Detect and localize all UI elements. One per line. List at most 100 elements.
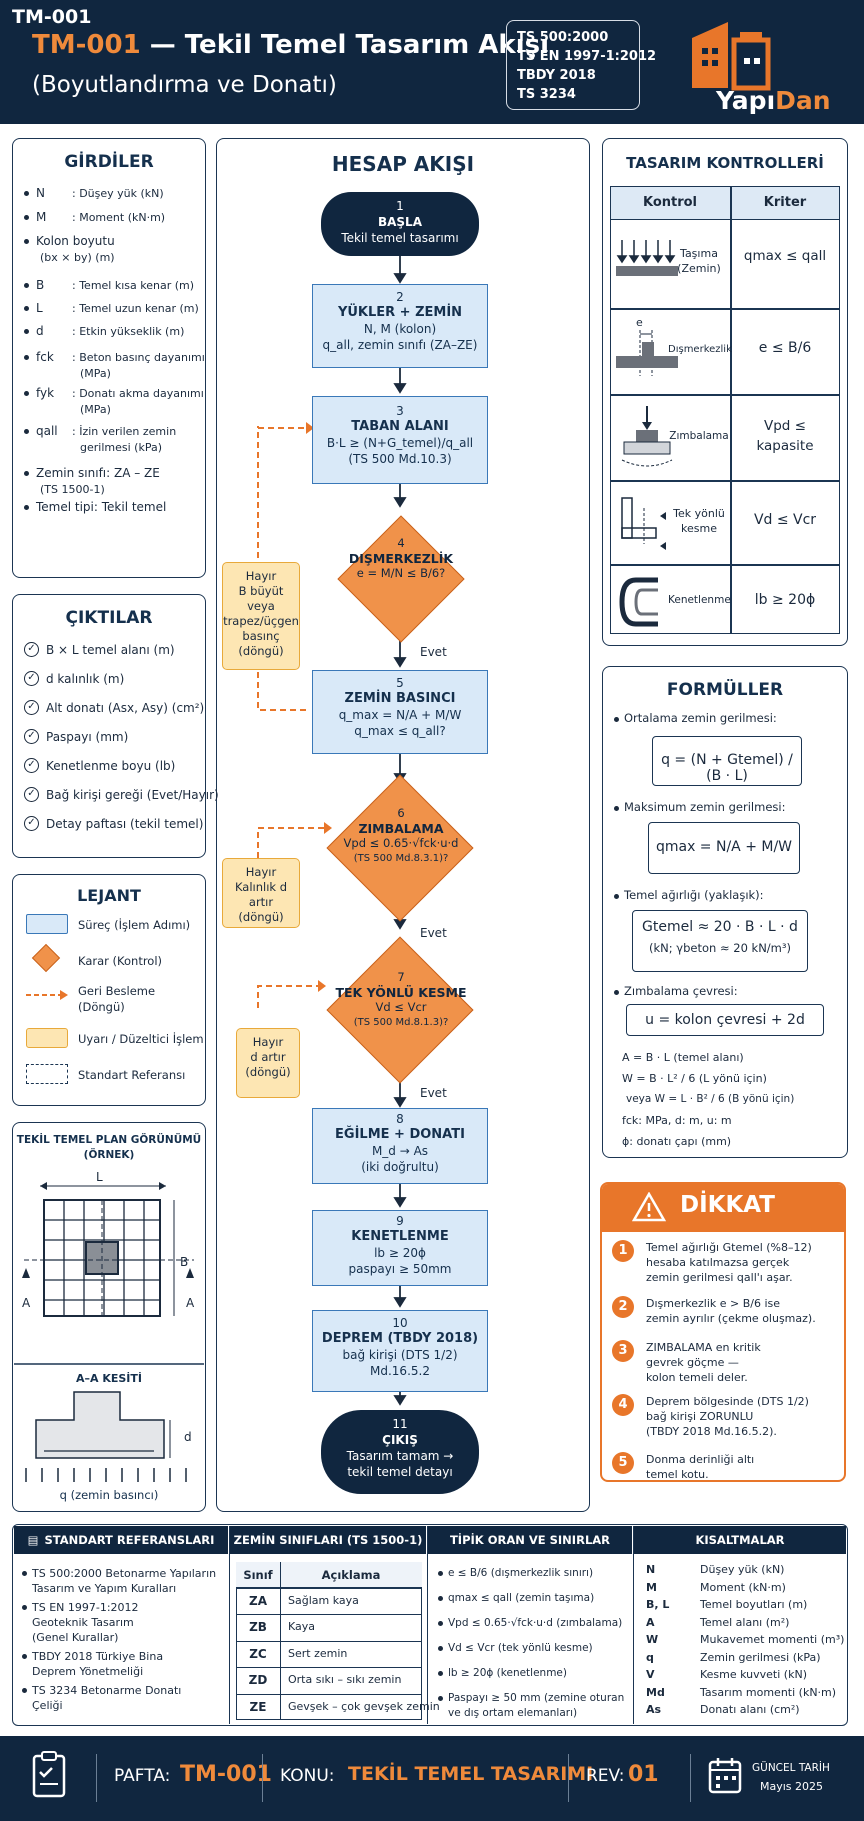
flow-warning-2-line-2: Kalınlık d artır [234,880,288,909]
flow-step-2-number: 2 [396,290,404,304]
bottom-divider-1 [229,1526,230,1724]
abbr-symbol: B, L [646,1598,670,1611]
abbr-symbol: N [646,1563,656,1576]
calendar-icon [708,1758,742,1794]
flow-step-8-box: 8 EĞİLME + DONATI M_d → As (iki doğrultu… [312,1108,488,1184]
bottom-reference-panel [12,1524,848,1726]
flow-step-7-text: 7 TEK YÖNLÜ KESME Vd ≤ Vcr (TS 500 Md.8.… [320,970,482,1030]
flow-warning-2-line-3: (döngü) [238,910,284,924]
input-symbol: Kolon boyutu [36,234,115,248]
anchorage-icon [619,577,658,627]
input-description-2: gerilmesi (kPa) [80,441,162,454]
flow-step-3-heading: TABAN ALANI [351,419,449,434]
bearing-check-icon [616,240,678,276]
page-title: TM-001 — Tekil Temel Tasarım Akışı [32,30,549,60]
abbr-symbol: W [646,1633,659,1646]
flow-step-1-text: Tekil temel tasarımı [341,231,459,245]
input-symbol: fck [36,350,54,364]
abbr-desc: Temel boyutları (m) [700,1598,808,1611]
page-subtitle: (Boyutlandırma ve Donatı) [32,72,337,98]
soil-desc: Sağlam kaya [288,1594,359,1607]
warning-text-line: gevrek göçme — [646,1356,739,1369]
flow-step-3-line-1: B·L ≥ (N+G_temel)/q_all [326,436,474,450]
footer-konu-label: KONU: [280,1766,335,1786]
flow-yes-label-4: Evet [420,645,447,659]
warning-text-line: (TBDY 2018 Md.16.5.2). [646,1425,777,1438]
warning-number: 2 [612,1296,634,1318]
footer-sep-2 [262,1754,263,1802]
abbr-symbol: A [646,1615,655,1629]
check-row-1-name: Taşıma (Zemin) [677,247,721,275]
checks-col-1: Kontrol [642,195,698,210]
legend-standard-label: Standart Referansı [78,1068,186,1082]
flow-step-8-number: 8 [396,1112,404,1126]
checks-row-divider-2 [610,394,840,396]
outputs-panel [12,594,206,858]
flow-step-2-line-2: q_all, zemin sınıfı (ZA–ZE) [322,338,478,352]
flow-step-4-text: 4 DIŞMERKEZLİK e = M/N ≤ B/6? [320,536,482,581]
soil-pressure-label: q (zemin basıncı) [59,1488,159,1502]
check-circle-icon: ✓ [24,700,39,715]
footer-konu: TEKİL TEMEL TASARIMI [348,1763,594,1785]
checks-row-divider-1 [610,308,840,310]
soil-row-line [236,1667,422,1669]
flow-step-7-line-2: (TS 500 Md.8.1.3)? [353,1017,449,1028]
flow-warning-1-line-3: trapez/üçgen [223,614,299,628]
ratio-bullet [438,1621,443,1626]
abbr-desc: Donatı alanı (cm²) [700,1703,800,1716]
warning-text-line: ZIMBALAMA en kritik [646,1341,761,1354]
footer-pafta: TM-001 [180,1762,272,1787]
standard-4: TS 3234 [517,87,576,102]
warning-text-line: kolon temeli deler. [646,1371,748,1384]
flow-step-6-line-1: Vpd ≤ 0.65·√fck·u·d [343,836,459,850]
flow-step-5-number: 5 [396,676,404,690]
warning-triangle-icon [632,1192,666,1222]
formula-3-main: Gtemel ≈ 20 · B · L · d [642,919,798,935]
plan-subtitle: (ÖRNEK) [83,1149,135,1161]
input-description: : Temel kısa kenar (m) [72,279,195,292]
flow-step-5-box: 5 ZEMİN BASINCI q_max = N/A + M/W q_max … [312,670,488,754]
flow-warning-1-line-5: (döngü) [238,644,284,658]
brand-logo: YapıDan [716,86,831,115]
soil-desc: Kaya [288,1620,316,1634]
footer-rev-label: REV: [586,1766,625,1786]
flow-step-6-text: 6 ZIMBALAMA Vpd ≤ 0.65·√fck·u·d (TS 500 … [320,806,482,866]
ref-bullet [22,1688,27,1693]
formulas-title: FORMÜLLER [666,680,784,700]
flow-step-7-line-1: Vd ≤ Vcr [375,1000,427,1014]
flow-warning-3-line-3: (döngü) [245,1065,291,1079]
ref-line: (Genel Kurallar) [32,1631,119,1644]
checks-col-2: Kriter [763,195,807,210]
flow-step-4-heading: DIŞMERKEZLİK [348,551,454,566]
input-bullet [24,239,29,244]
formula-2: qmax = N/A + M/W [648,822,800,874]
flow-step-5-line-1: q_max = N/A + M/W [338,708,462,722]
output-item: d kalınlık (m) [46,672,125,686]
warning-text-line: zemin gerilmesi qall'ı aşar. [646,1271,793,1284]
plan-a-left-label: A [22,1296,31,1310]
output-item: Alt donatı (Asx, Asy) (cm²) [46,701,205,715]
checks-row-divider-3 [610,480,840,482]
footer-sep-4 [690,1754,691,1802]
formula-1-label: Ortalama zemin gerilmesi: [624,711,777,725]
ref-line: Deprem Yönetmeliği [32,1665,144,1678]
ratio-bullet [438,1646,443,1651]
footer-date: Mayıs 2025 [760,1780,824,1793]
check-row-5-name: Kenetlenme [668,594,731,606]
ratio-bullet [438,1671,443,1676]
abbr-symbol: q [646,1650,654,1664]
flow-step-10-line-1: bağ kirişi (DTS 1/2) [342,1348,458,1362]
formula-bullet-3 [614,894,619,899]
flow-step-6-heading: ZIMBALAMA [358,821,444,836]
warning-text-line: temel kotu. [646,1468,709,1481]
soil-title: ZEMİN SINIFLARI (TS 1500-1) [230,1526,426,1554]
soil-class: ZB [249,1620,267,1635]
flow-warning-1-line-1: Hayır [245,569,277,583]
input-description: : Etkin yükseklik (m) [72,325,185,338]
one-way-shear-icon [621,497,666,550]
input-description: (TS 1500-1) [40,483,105,496]
flow-warning-1-line-4: basınç [242,629,280,643]
ratio-line: Vpd ≤ 0.65·√fck·u·d (zımbalama) [448,1617,623,1629]
abbr-symbol: As [646,1703,662,1716]
punching-icon [621,406,673,467]
